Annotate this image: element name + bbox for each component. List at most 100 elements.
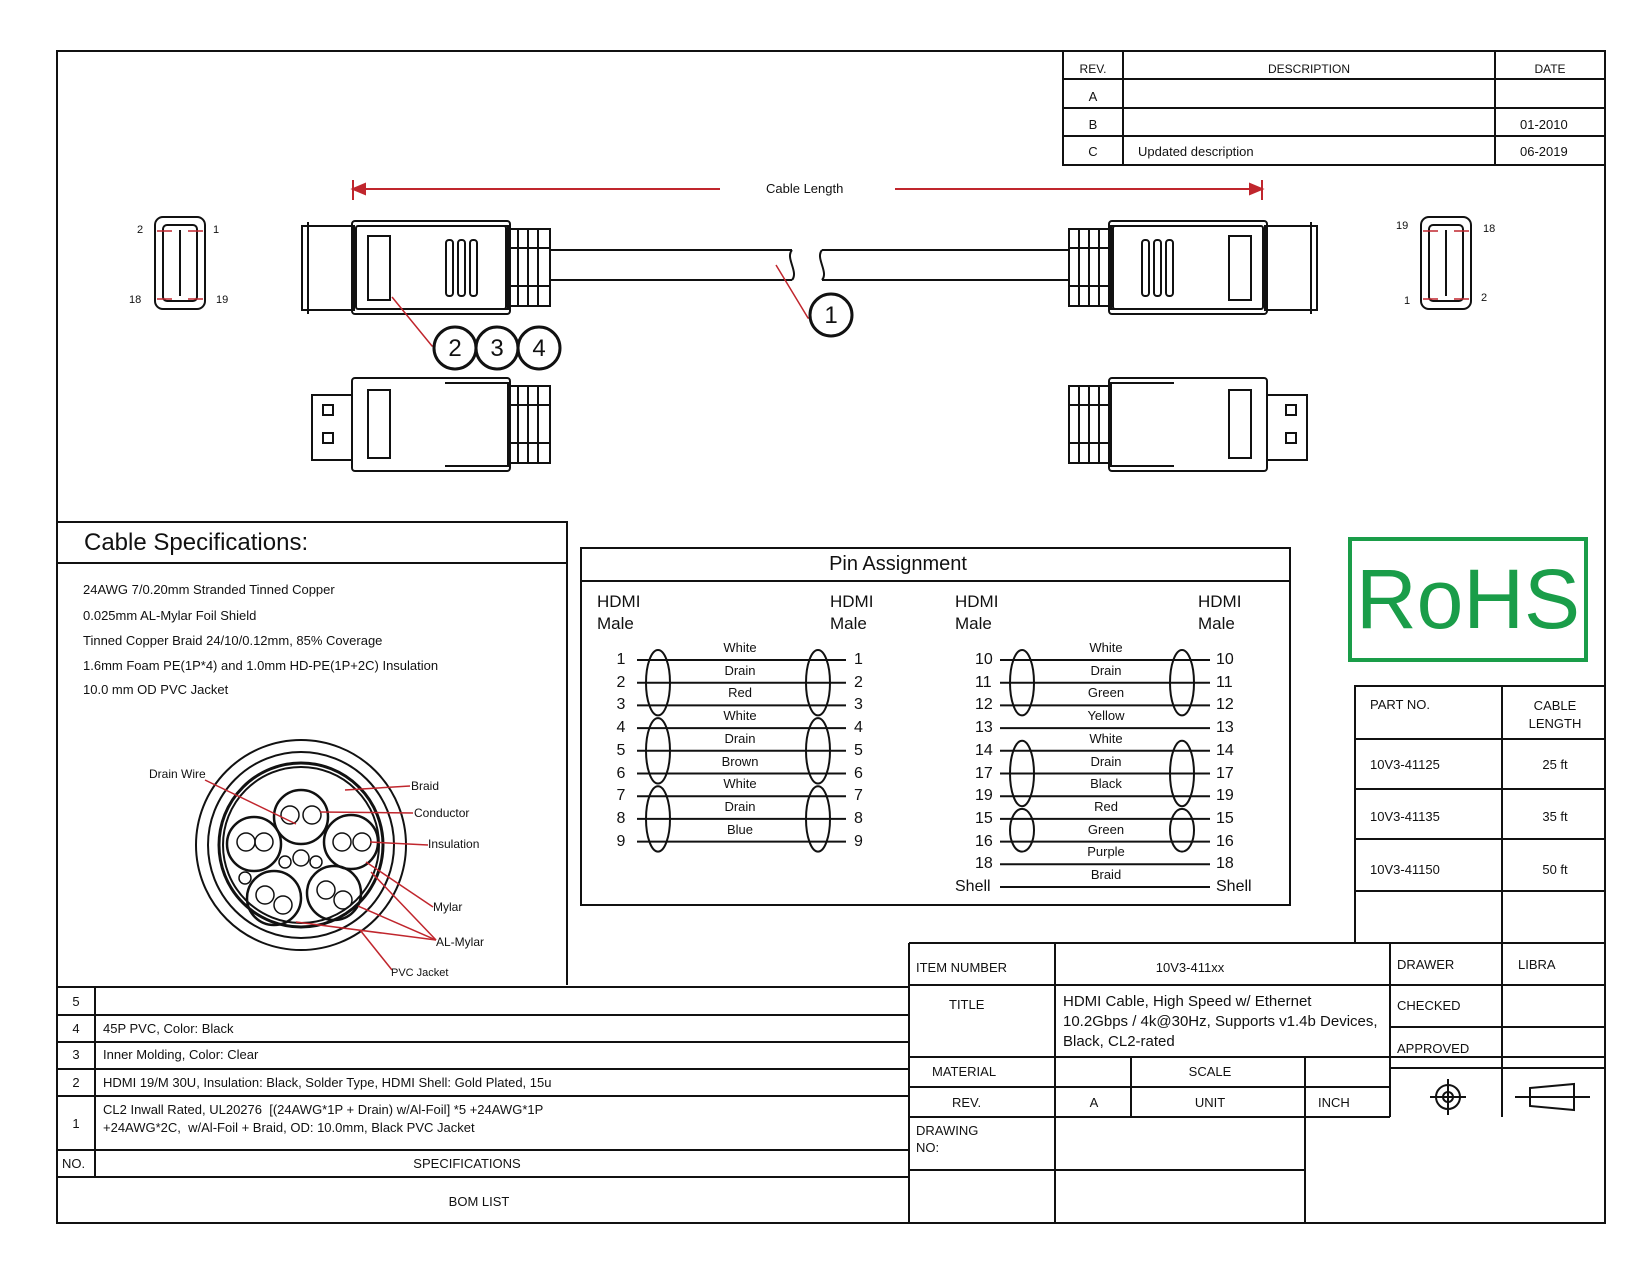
right-pin-18-label: 18 — [1483, 223, 1496, 235]
pair-oval-right-b-0 — [1169, 649, 1195, 717]
right-hdmi-plug-top-view — [1068, 220, 1318, 315]
rohs-mark: RoHS — [1355, 552, 1581, 646]
pair-oval-left-a-2 — [645, 785, 671, 853]
part-no-header: PART NO. — [1370, 697, 1430, 712]
rev-c-date: 06-2019 — [1520, 144, 1568, 159]
wire-right-1: Drain — [1090, 662, 1122, 678]
pin-right-a-1: 11 — [975, 673, 992, 691]
left-pin-19-label: 19 — [216, 294, 229, 306]
pin-right-b-1: 11 — [1216, 673, 1233, 691]
wire-right-3: Yellow — [1087, 708, 1125, 724]
pair-oval-left-b-1 — [805, 717, 831, 785]
wire-right-4: White — [1089, 730, 1123, 746]
hdmi-male-header-3: HDMI Male — [955, 592, 999, 633]
wire-right-6: Black — [1090, 776, 1122, 792]
pin-left-b-4: 5 — [854, 741, 863, 759]
rev-a: A — [1088, 89, 1098, 104]
title-label: TITLE — [949, 997, 985, 1012]
pin-right-b-9: 18 — [1216, 855, 1234, 873]
title-block-grid — [909, 942, 1605, 1223]
left-pin-1-label: 1 — [213, 224, 220, 236]
bom-no-3: 3 — [72, 1047, 80, 1062]
rev-b-date: 01-2010 — [1520, 117, 1568, 132]
pin-assignment-box — [580, 547, 1291, 906]
wire-left-2: Red — [728, 685, 752, 701]
pin-left-a-8: 9 — [616, 832, 626, 850]
pin-left-a-2: 3 — [616, 696, 626, 714]
pin-right-a-10: Shell — [955, 878, 991, 895]
part-row-1-length: 25 ft — [1542, 757, 1568, 772]
left-hdmi-plug-top-view — [301, 220, 551, 315]
pvc-jacket-label: PVC Jacket — [391, 967, 449, 979]
spec-line-4: 1.6mm Foam PE(1P*4) and 1.0mm HD-PE(1P+2… — [83, 658, 439, 673]
spec-line-1: 24AWG 7/0.20mm Stranded Tinned Copper — [83, 582, 335, 597]
pin-right-a-4: 14 — [975, 741, 993, 759]
hdmi-male-header-1: HDMI Male — [597, 592, 641, 633]
drawing-no-label: DRAWING NO: — [916, 1123, 979, 1155]
wire-right-5: Drain — [1090, 753, 1122, 769]
pin-left-a-5: 6 — [616, 764, 626, 782]
part-row-1-no: 10V3-41125 — [1370, 757, 1440, 772]
wire-left-8: Blue — [726, 821, 754, 837]
hdmi-male-header-2: HDMI Male — [830, 592, 874, 633]
wire-right-10: Braid — [1090, 867, 1122, 882]
pin-left-b-6: 7 — [854, 787, 863, 805]
cable-cross-section — [195, 739, 407, 951]
pin-assignment-title: Pin Assignment — [829, 553, 967, 575]
right-connector-face — [1420, 216, 1472, 310]
pair-oval-right-a-0 — [1009, 649, 1035, 717]
bom-spec-3: Inner Molding, Color: Clear — [103, 1047, 259, 1062]
pin-right-a-7: 15 — [975, 809, 993, 827]
rev-header: REV. — [1079, 62, 1107, 76]
pair-oval-right-a-2 — [1009, 807, 1035, 853]
pair-oval-left-b-0 — [805, 649, 831, 717]
pin-right-a-2: 12 — [975, 696, 993, 714]
wire-right-2: Green — [1087, 685, 1125, 701]
part-row-3-no: 10V3-41150 — [1370, 862, 1440, 877]
title-value: HDMI Cable, High Speed w/ Ethernet 10.2G… — [1063, 993, 1378, 1050]
pin-right-b-8: 16 — [1216, 832, 1234, 850]
pin-left-b-1: 2 — [854, 673, 863, 691]
pin-right-b-0: 10 — [1216, 651, 1234, 668]
pair-oval-left-a-1 — [645, 717, 671, 785]
bom-spec-1: CL2 Inwall Rated, UL20276 [(24AWG*1P + D… — [103, 1102, 544, 1135]
wire-left-3: White — [723, 708, 757, 724]
drawer-label: DRAWER — [1397, 957, 1455, 972]
item-number-value: 10V3-411xx — [1155, 960, 1225, 975]
pin-left-a-0: 1 — [616, 651, 626, 668]
wire-left-0: White — [723, 640, 757, 655]
description-header: DESCRIPTION — [1267, 62, 1351, 76]
pin-left-b-0: 1 — [854, 651, 863, 668]
sheet-border — [56, 50, 1606, 1224]
wire-right-8: Green — [1087, 821, 1125, 837]
spec-line-3: Tinned Copper Braid 24/10/0.12mm, 85% Co… — [83, 633, 383, 648]
right-pin-2-label: 2 — [1481, 292, 1488, 304]
bom-no-2: 2 — [72, 1075, 80, 1090]
projection-symbol — [1430, 1079, 1590, 1115]
pin-right-a-9: 18 — [975, 855, 993, 873]
callout-1-label: 1 — [824, 302, 838, 329]
rev-c-description: Updated description — [1138, 144, 1254, 159]
al-mylar-label: AL-Mylar — [436, 935, 485, 949]
pin-right-b-10: Shell — [1216, 878, 1252, 895]
insulation-label: Insulation — [428, 837, 480, 851]
right-pin-1-label: 1 — [1404, 295, 1411, 307]
pin-left-b-8: 9 — [854, 832, 863, 850]
braid-label: Braid — [411, 779, 440, 793]
part-row-2-length: 35 ft — [1542, 809, 1568, 824]
bom-grid — [57, 943, 910, 1223]
pin-right-b-5: 17 — [1216, 764, 1234, 782]
unit-label: UNIT — [1194, 1095, 1226, 1110]
wire-left-5: Brown — [721, 753, 759, 769]
pin-left-a-6: 7 — [616, 787, 626, 805]
pair-oval-left-a-0 — [645, 649, 671, 717]
spec-line-2: 0.025mm AL-Mylar Foil Shield — [83, 608, 257, 623]
right-hdmi-plug-side-view — [1068, 377, 1308, 472]
spec-line-5: 10.0 mm OD PVC Jacket — [83, 682, 229, 697]
wire-left-7: Drain — [724, 798, 756, 814]
pin-left-b-5: 6 — [854, 764, 863, 782]
cable-length-label: Cable Length — [766, 181, 844, 196]
pin-left-a-7: 8 — [616, 809, 626, 827]
pin-right-a-6: 19 — [975, 787, 993, 805]
